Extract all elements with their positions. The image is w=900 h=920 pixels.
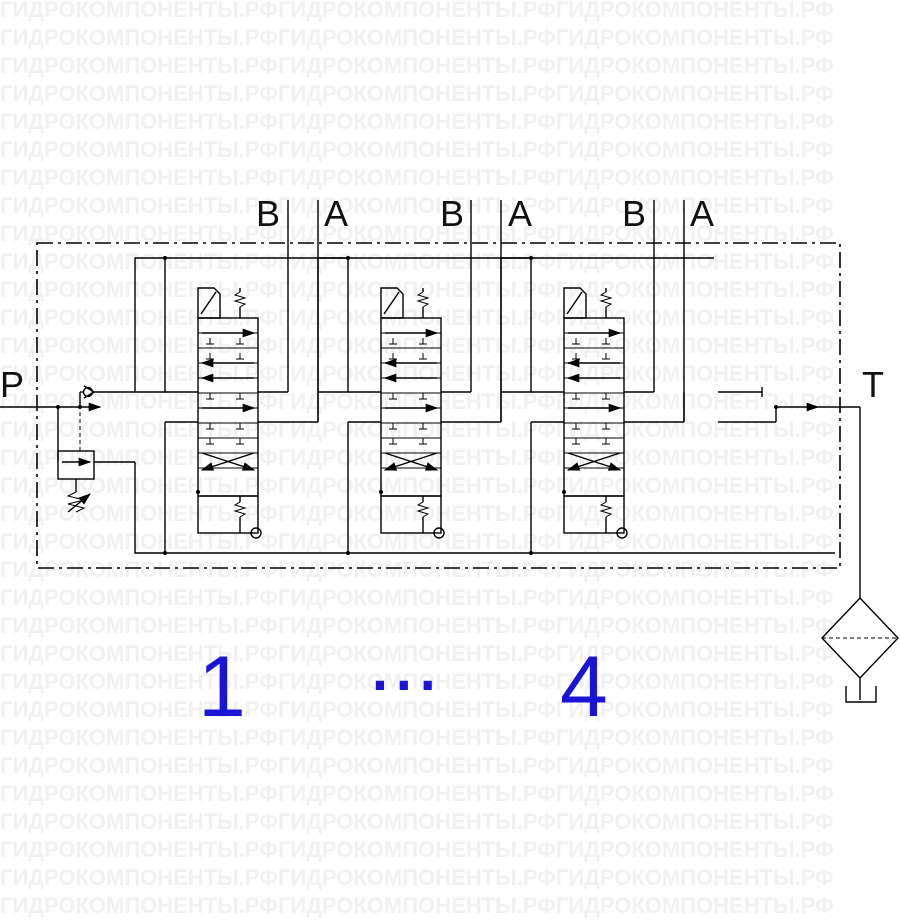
watermark-row: ГИДРОКОМПОНЕНТЫ.РФГИДРОКОМПОНЕНТЫ.РФГИДР… xyxy=(0,557,834,582)
valve-section xyxy=(134,200,348,555)
port-a-label: A xyxy=(508,193,532,234)
watermark-row: ГИДРОКОМПОНЕНТЫ.РФГИДРОКОМПОНЕНТЫ.РФГИДР… xyxy=(0,333,834,358)
tank-icon xyxy=(845,686,877,703)
hydraulic-scheme: P T B A B A B A xyxy=(0,193,899,735)
range-ellipsis: ... xyxy=(368,613,440,709)
valve-section xyxy=(500,200,714,555)
watermark-row: ГИДРОКОМПОНЕНТЫ.РФГИДРОКОМПОНЕНТЫ.РФГИДР… xyxy=(0,165,834,190)
relief-drain-line xyxy=(134,462,835,554)
lever-icon xyxy=(380,287,404,319)
spring-icon xyxy=(599,288,613,318)
watermark-row: ГИДРОКОМПОНЕНТЫ.РФГИДРОКОМПОНЕНТЫ.РФГИДР… xyxy=(0,109,834,134)
lever-icon xyxy=(563,287,587,319)
watermark-row: ГИДРОКОМПОНЕНТЫ.РФГИДРОКОМПОНЕНТЫ.РФГИДР… xyxy=(0,669,834,694)
spring-icon xyxy=(416,496,430,533)
spool-valve-icon xyxy=(196,317,259,497)
watermark-row: ГИДРОКОМПОНЕНТЫ.РФГИДРОКОМПОНЕНТЫ.РФГИДР… xyxy=(0,81,834,106)
watermark-row: ГИДРОКОМПОНЕНТЫ.РФГИДРОКОМПОНЕНТЫ.РФГИДР… xyxy=(0,613,834,638)
watermark-row: ГИДРОКОМПОНЕНТЫ.РФГИДРОКОМПОНЕНТЫ.РФГИДР… xyxy=(0,473,834,498)
filter-icon xyxy=(821,596,899,700)
inlet-line xyxy=(0,391,102,412)
spring-icon xyxy=(233,496,247,533)
port-b-label: B xyxy=(256,193,280,234)
watermark-row: ГИДРОКОМПОНЕНТЫ.РФГИДРОКОМПОНЕНТЫ.РФГИДР… xyxy=(0,865,834,890)
watermark-row: ГИДРОКОМПОНЕНТЫ.РФГИДРОКОМПОНЕНТЫ.РФГИДР… xyxy=(0,753,834,778)
range-start: 1 xyxy=(198,639,246,735)
outlet-line xyxy=(718,387,861,598)
port-b-label: B xyxy=(622,193,646,234)
watermark-row: ГИДРОКОМПОНЕНТЫ.РФГИДРОКОМПОНЕНТЫ.РФГИДР… xyxy=(0,361,834,386)
watermark-row: ГИДРОКОМПОНЕНТЫ.РФГИДРОКОМПОНЕНТЫ.РФГИДР… xyxy=(0,725,834,750)
watermark-row: ГИДРОКОМПОНЕНТЫ.РФГИДРОКОМПОНЕНТЫ.РФГИДР… xyxy=(0,781,834,806)
range-end: 4 xyxy=(560,639,608,735)
spring-icon xyxy=(599,496,613,533)
valve-sections xyxy=(134,200,714,555)
watermark-row: ГИДРОКОМПОНЕНТЫ.РФГИДРОКОМПОНЕНТЫ.РФГИДР… xyxy=(0,277,834,302)
spool-valve-icon xyxy=(562,317,625,497)
spring-icon xyxy=(416,288,430,318)
lever-icon xyxy=(197,287,221,319)
watermark-row: ГИДРОКОМПОНЕНТЫ.РФГИДРОКОМПОНЕНТЫ.РФГИДР… xyxy=(0,53,834,78)
port-a-label: A xyxy=(690,193,714,234)
watermark-row: ГИДРОКОМПОНЕНТЫ.РФГИДРОКОМПОНЕНТЫ.РФГИДР… xyxy=(0,0,834,22)
watermark-row: ГИДРОКОМПОНЕНТЫ.РФГИДРОКОМПОНЕНТЫ.РФГИДР… xyxy=(0,193,834,218)
valve-section xyxy=(317,200,531,555)
watermark-row: ГИДРОКОМПОНЕНТЫ.РФГИДРОКОМПОНЕНТЫ.РФГИДР… xyxy=(0,221,834,246)
spool-valve-icon xyxy=(379,317,442,497)
watermark-row: ГИДРОКОМПОНЕНТЫ.РФГИДРОКОМПОНЕНТЫ.РФГИДР… xyxy=(0,641,834,666)
check-valve-icon xyxy=(82,385,135,399)
watermark-row: ГИДРОКОМПОНЕНТЫ.РФГИДРОКОМПОНЕНТЫ.РФГИДР… xyxy=(0,25,834,50)
watermark-row: ГИДРОКОМПОНЕНТЫ.РФГИДРОКОМПОНЕНТЫ.РФГИДР… xyxy=(0,697,834,722)
watermark-row: ГИДРОКОМПОНЕНТЫ.РФГИДРОКОМПОНЕНТЫ.РФГИДР… xyxy=(0,137,834,162)
watermark-row: ГИДРОКОМПОНЕНТЫ.РФГИДРОКОМПОНЕНТЫ.РФГИДР… xyxy=(0,249,834,274)
spring-icon xyxy=(233,288,247,318)
watermark-row: ГИДРОКОМПОНЕНТЫ.РФГИДРОКОМПОНЕНТЫ.РФГИДР… xyxy=(0,837,834,862)
port-b-label: B xyxy=(440,193,464,234)
watermark-row: ГИДРОКОМПОНЕНТЫ.РФГИДРОКОМПОНЕНТЫ.РФГИДР… xyxy=(0,585,834,610)
relief-valve-icon xyxy=(57,407,135,513)
port-a-label: A xyxy=(324,193,348,234)
watermark-row: ГИДРОКОМПОНЕНТЫ.РФГИДРОКОМПОНЕНТЫ.РФГИДР… xyxy=(0,445,834,470)
watermark-row: ГИДРОКОМПОНЕНТЫ.РФГИДРОКОМПОНЕНТЫ.РФГИДР… xyxy=(0,809,834,834)
port-p-label: P xyxy=(0,364,24,405)
valve-block-frame xyxy=(36,242,841,569)
port-t-label: T xyxy=(862,364,884,405)
